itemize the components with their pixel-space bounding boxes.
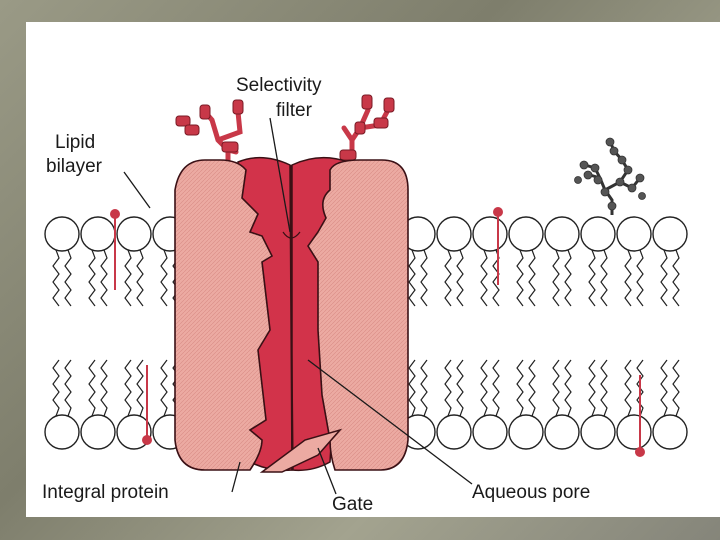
label-lipid-bilayer-line2: bilayer xyxy=(46,156,103,177)
lipid-tail xyxy=(125,250,131,306)
lipid-head xyxy=(509,415,543,449)
lipid-head xyxy=(117,217,151,251)
label-selectivity-filter-line2: filter xyxy=(276,100,313,121)
lipid-tail xyxy=(517,250,523,306)
lipid-tail xyxy=(161,250,167,306)
lipid-tail xyxy=(445,360,451,416)
label-aqueous-pore: Aqueous pore xyxy=(472,482,590,503)
lipid-head xyxy=(437,217,471,251)
label-selectivity-filter-line1: Selectivity xyxy=(236,75,322,96)
lipid-tail xyxy=(457,360,463,416)
lipid-tail xyxy=(421,360,427,416)
lipid-tail xyxy=(565,250,571,306)
lipid-head xyxy=(617,217,651,251)
lipid-tail xyxy=(445,250,451,306)
lipid-tail xyxy=(65,360,71,416)
lipid-tail xyxy=(553,250,559,306)
lipid-head xyxy=(473,415,507,449)
lipid-tail xyxy=(409,360,415,416)
lipid-tail xyxy=(409,250,415,306)
channel-protein xyxy=(175,95,408,472)
lipid-tail xyxy=(89,360,95,416)
lipid-tail xyxy=(517,360,523,416)
lipid-head xyxy=(45,415,79,449)
label-integral-protein: Integral protein xyxy=(42,482,169,503)
lipid-tail xyxy=(625,360,631,416)
lipid-head xyxy=(617,415,651,449)
lipid-tail xyxy=(589,250,595,306)
lipid-tail xyxy=(625,250,631,306)
lipid-tail xyxy=(101,360,107,416)
lipid-head xyxy=(545,415,579,449)
lipid-tail xyxy=(637,250,643,306)
label-lipid-bilayer-line1: Lipid xyxy=(55,132,95,153)
lipid-head xyxy=(581,415,615,449)
lipid-tail xyxy=(493,360,499,416)
lipid-tail xyxy=(553,360,559,416)
lipid-tail xyxy=(661,360,667,416)
lipid-head xyxy=(653,415,687,449)
lipid-tail xyxy=(161,360,167,416)
glycosylation-left xyxy=(176,100,243,168)
carbohydrate-chain xyxy=(575,138,646,215)
lipid-tail xyxy=(137,250,143,306)
lipid-head xyxy=(437,415,471,449)
label-gate: Gate xyxy=(332,494,373,515)
lipid-tail xyxy=(565,360,571,416)
glycosylation-right xyxy=(340,95,394,162)
lipid-head xyxy=(653,217,687,251)
lipid-tail xyxy=(65,250,71,306)
lipid-tail xyxy=(589,360,595,416)
lipid-head xyxy=(545,217,579,251)
lipid-tail xyxy=(53,250,59,306)
lipid-tail xyxy=(481,250,487,306)
lipid-head xyxy=(81,415,115,449)
lipid-tail xyxy=(125,360,131,416)
lipid-head xyxy=(509,217,543,251)
lipid-head xyxy=(473,217,507,251)
lipid-tail xyxy=(673,250,679,306)
lipid-tail xyxy=(101,250,107,306)
lipid-tail xyxy=(661,250,667,306)
lipid-head xyxy=(81,217,115,251)
lipid-tail xyxy=(421,250,427,306)
lipid-tail xyxy=(529,250,535,306)
lipid-tail xyxy=(601,250,607,306)
lipid-tail xyxy=(89,250,95,306)
lipid-tail xyxy=(53,360,59,416)
lipid-tail xyxy=(481,360,487,416)
lipid-tail xyxy=(673,360,679,416)
lipid-tail xyxy=(529,360,535,416)
lipid-tail xyxy=(601,360,607,416)
lipid-tail xyxy=(457,250,463,306)
lipid-head xyxy=(45,217,79,251)
lipid-head xyxy=(581,217,615,251)
lipid-tail xyxy=(137,360,143,416)
